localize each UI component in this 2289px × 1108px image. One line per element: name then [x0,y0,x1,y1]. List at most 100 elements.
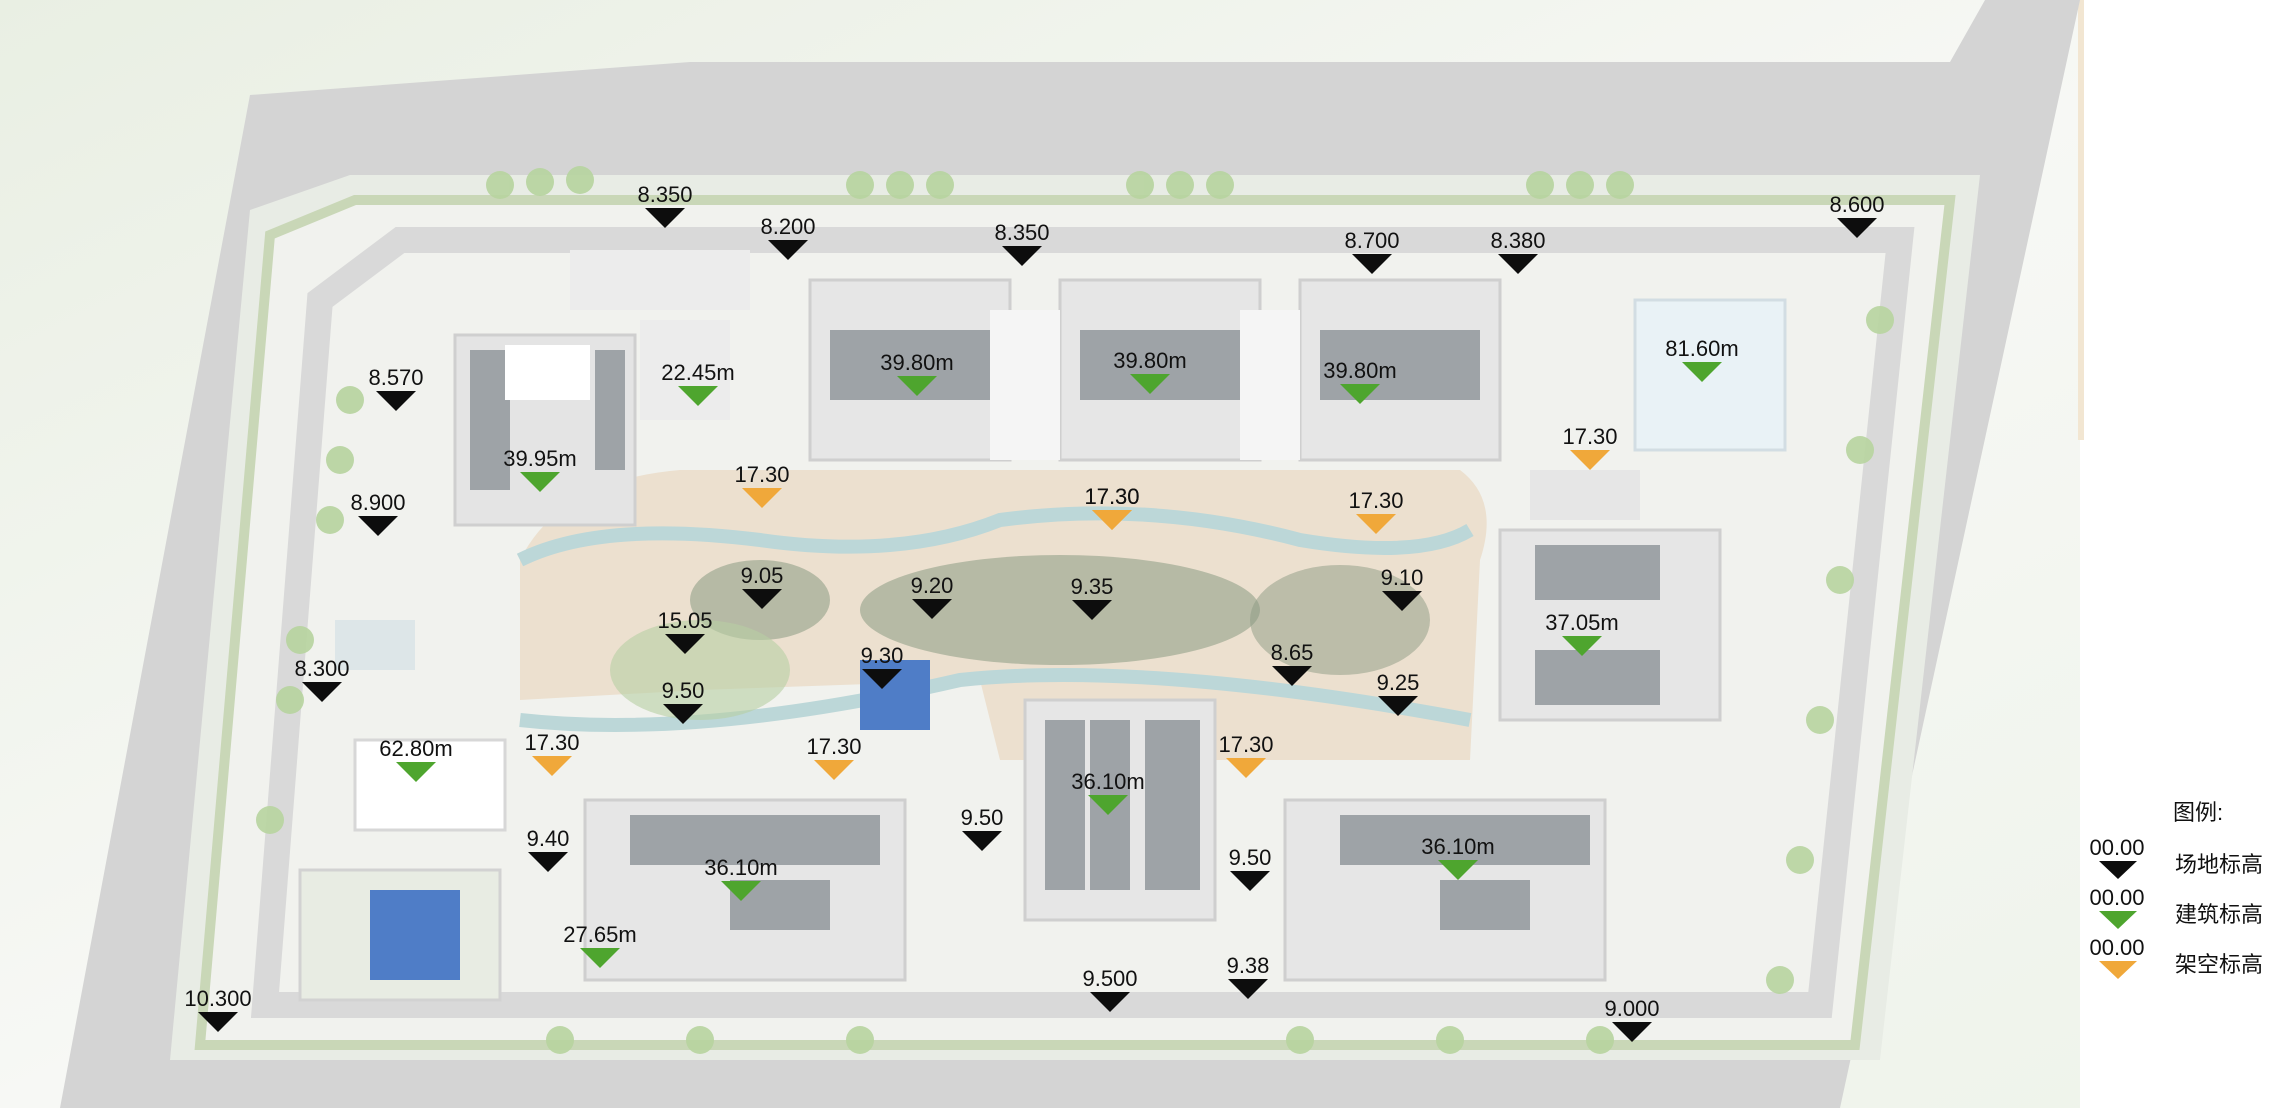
elevated-elevation-label: 17.30 [1562,424,1618,449]
site-elevation-label: 8.600 [1829,192,1885,217]
site-elevation-label: 8.570 [368,365,424,390]
site-triangle-icon [663,704,703,724]
site-elevation-label: 10.300 [184,986,252,1011]
building-elevation-label: 36.10m [704,855,778,880]
building-elevation-label: 39.80m [880,350,954,375]
site-elevation-label: 8.350 [994,220,1050,245]
elevated-triangle-icon [532,756,572,776]
elevated-elevation-label: 17.30 [1084,484,1140,509]
elevated-triangle-icon [814,760,854,780]
elevated-elevation-label: 17.30 [806,734,862,759]
site-triangle-icon [528,852,568,872]
elevated-triangle-icon [1092,510,1132,530]
building-triangle-icon [1438,860,1478,880]
site-elevation-label: 9.40 [526,826,570,851]
site-triangle-icon [1612,1022,1652,1042]
legend-sample-building: 00.00 [2089,885,2145,910]
building-triangle-icon [1130,374,1170,394]
site-triangle-icon [198,1012,238,1032]
site-triangle-icon [1498,254,1538,274]
site-triangle-icon [1352,254,1392,274]
building-elevation-label: 39.80m [1323,358,1397,383]
building-triangle-icon [1088,795,1128,815]
site-elevation-label: 9.500 [1082,966,1138,991]
site-elevation-label: 9.20 [910,573,954,598]
site-triangle-icon [912,599,952,619]
legend-item-site: 00.00 场地标高 [2085,837,2285,883]
site-triangle-icon [1228,979,1268,999]
site-elevation-label: 8.300 [294,656,350,681]
building-triangle-icon [678,386,718,406]
site-triangle-icon [1002,246,1042,266]
building-elevation-label: 39.80m [1113,348,1187,373]
building-elevation-label: 62.80m [379,736,453,761]
site-triangle-icon [302,682,342,702]
site-elevation-label: 8.700 [1344,228,1400,253]
elevated-triangle-icon [1570,450,1610,470]
building-triangle-icon [721,881,761,901]
building-triangle-icon [396,762,436,782]
elevated-triangle-icon [742,488,782,508]
site-triangle-icon [1090,992,1130,1012]
building-elevation-label: 36.10m [1071,769,1145,794]
site-elevation-triangle-icon [2099,861,2137,879]
building-elevation-label: 39.95m [503,446,577,471]
site-triangle-icon [1382,591,1422,611]
building-triangle-icon [1340,384,1380,404]
site-triangle-icon [768,240,808,260]
building-elevation-triangle-icon [2099,911,2137,929]
legend-label-site: 场地标高 [2175,852,2264,877]
building-triangle-icon [1682,362,1722,382]
elevated-elevation-triangle-icon [2099,961,2137,979]
site-elevation-label: 9.50 [1228,845,1272,870]
site-triangle-icon [376,391,416,411]
site-elevation-label: 8.380 [1490,228,1546,253]
site-elevation-label: 9.50 [960,805,1004,830]
building-elevation-label: 37.05m [1545,610,1619,635]
site-elevation-label: 15.05 [657,608,713,633]
site-elevation-label: 9.38 [1226,953,1270,978]
site-triangle-icon [665,634,705,654]
building-triangle-icon [580,948,620,968]
site-triangle-icon [962,831,1002,851]
elevated-elevation-label: 17.30 [1084,484,1140,509]
site-triangle-icon [1072,600,1112,620]
legend: 图例: 00.00 场地标高 00.00 建筑标高 00.00 架空标高 [2085,795,2285,985]
site-triangle-icon [358,516,398,536]
site-triangle-icon [1272,666,1312,686]
site-elevation-label: 9.25 [1376,670,1420,695]
legend-item-building: 00.00 建筑标高 [2085,887,2285,933]
site-elevation-label: 9.30 [860,643,904,668]
elevated-elevation-label: 17.30 [1218,732,1274,757]
elevated-triangle-icon [1226,758,1266,778]
site-triangle-icon [1230,871,1270,891]
site-elevation-label: 9.50 [661,678,705,703]
site-elevation-label: 9.05 [740,563,784,588]
building-elevation-label: 27.65m [563,922,637,947]
building-elevation-label: 36.10m [1421,834,1495,859]
legend-label-elevated: 架空标高 [2175,952,2264,977]
site-triangle-icon [742,589,782,609]
site-elevation-label: 9.35 [1070,574,1114,599]
site-elevation-label: 9.10 [1380,565,1424,590]
building-elevation-label: 81.60m [1665,336,1739,361]
legend-item-elevated: 00.00 架空标高 [2085,937,2285,983]
site-triangle-icon [645,208,685,228]
site-triangle-icon [1378,696,1418,716]
elevated-elevation-label: 17.30 [524,730,580,755]
building-triangle-icon [897,376,937,396]
legend-label-building: 建筑标高 [2175,902,2264,927]
elevated-triangle-icon [1356,514,1396,534]
site-elevation-label: 8.900 [350,490,406,515]
legend-sample-site: 00.00 [2089,835,2145,860]
site-triangle-icon [1837,218,1877,238]
legend-title: 图例: [2173,800,2224,825]
elevated-elevation-label: 17.30 [734,462,790,487]
legend-sample-elevated: 00.00 [2089,935,2145,960]
site-elevation-label: 8.350 [637,182,693,207]
elevated-elevation-label: 17.30 [1348,488,1404,513]
building-triangle-icon [1562,636,1602,656]
site-elevation-label: 8.65 [1270,640,1314,665]
building-elevation-label: 22.45m [661,360,735,385]
